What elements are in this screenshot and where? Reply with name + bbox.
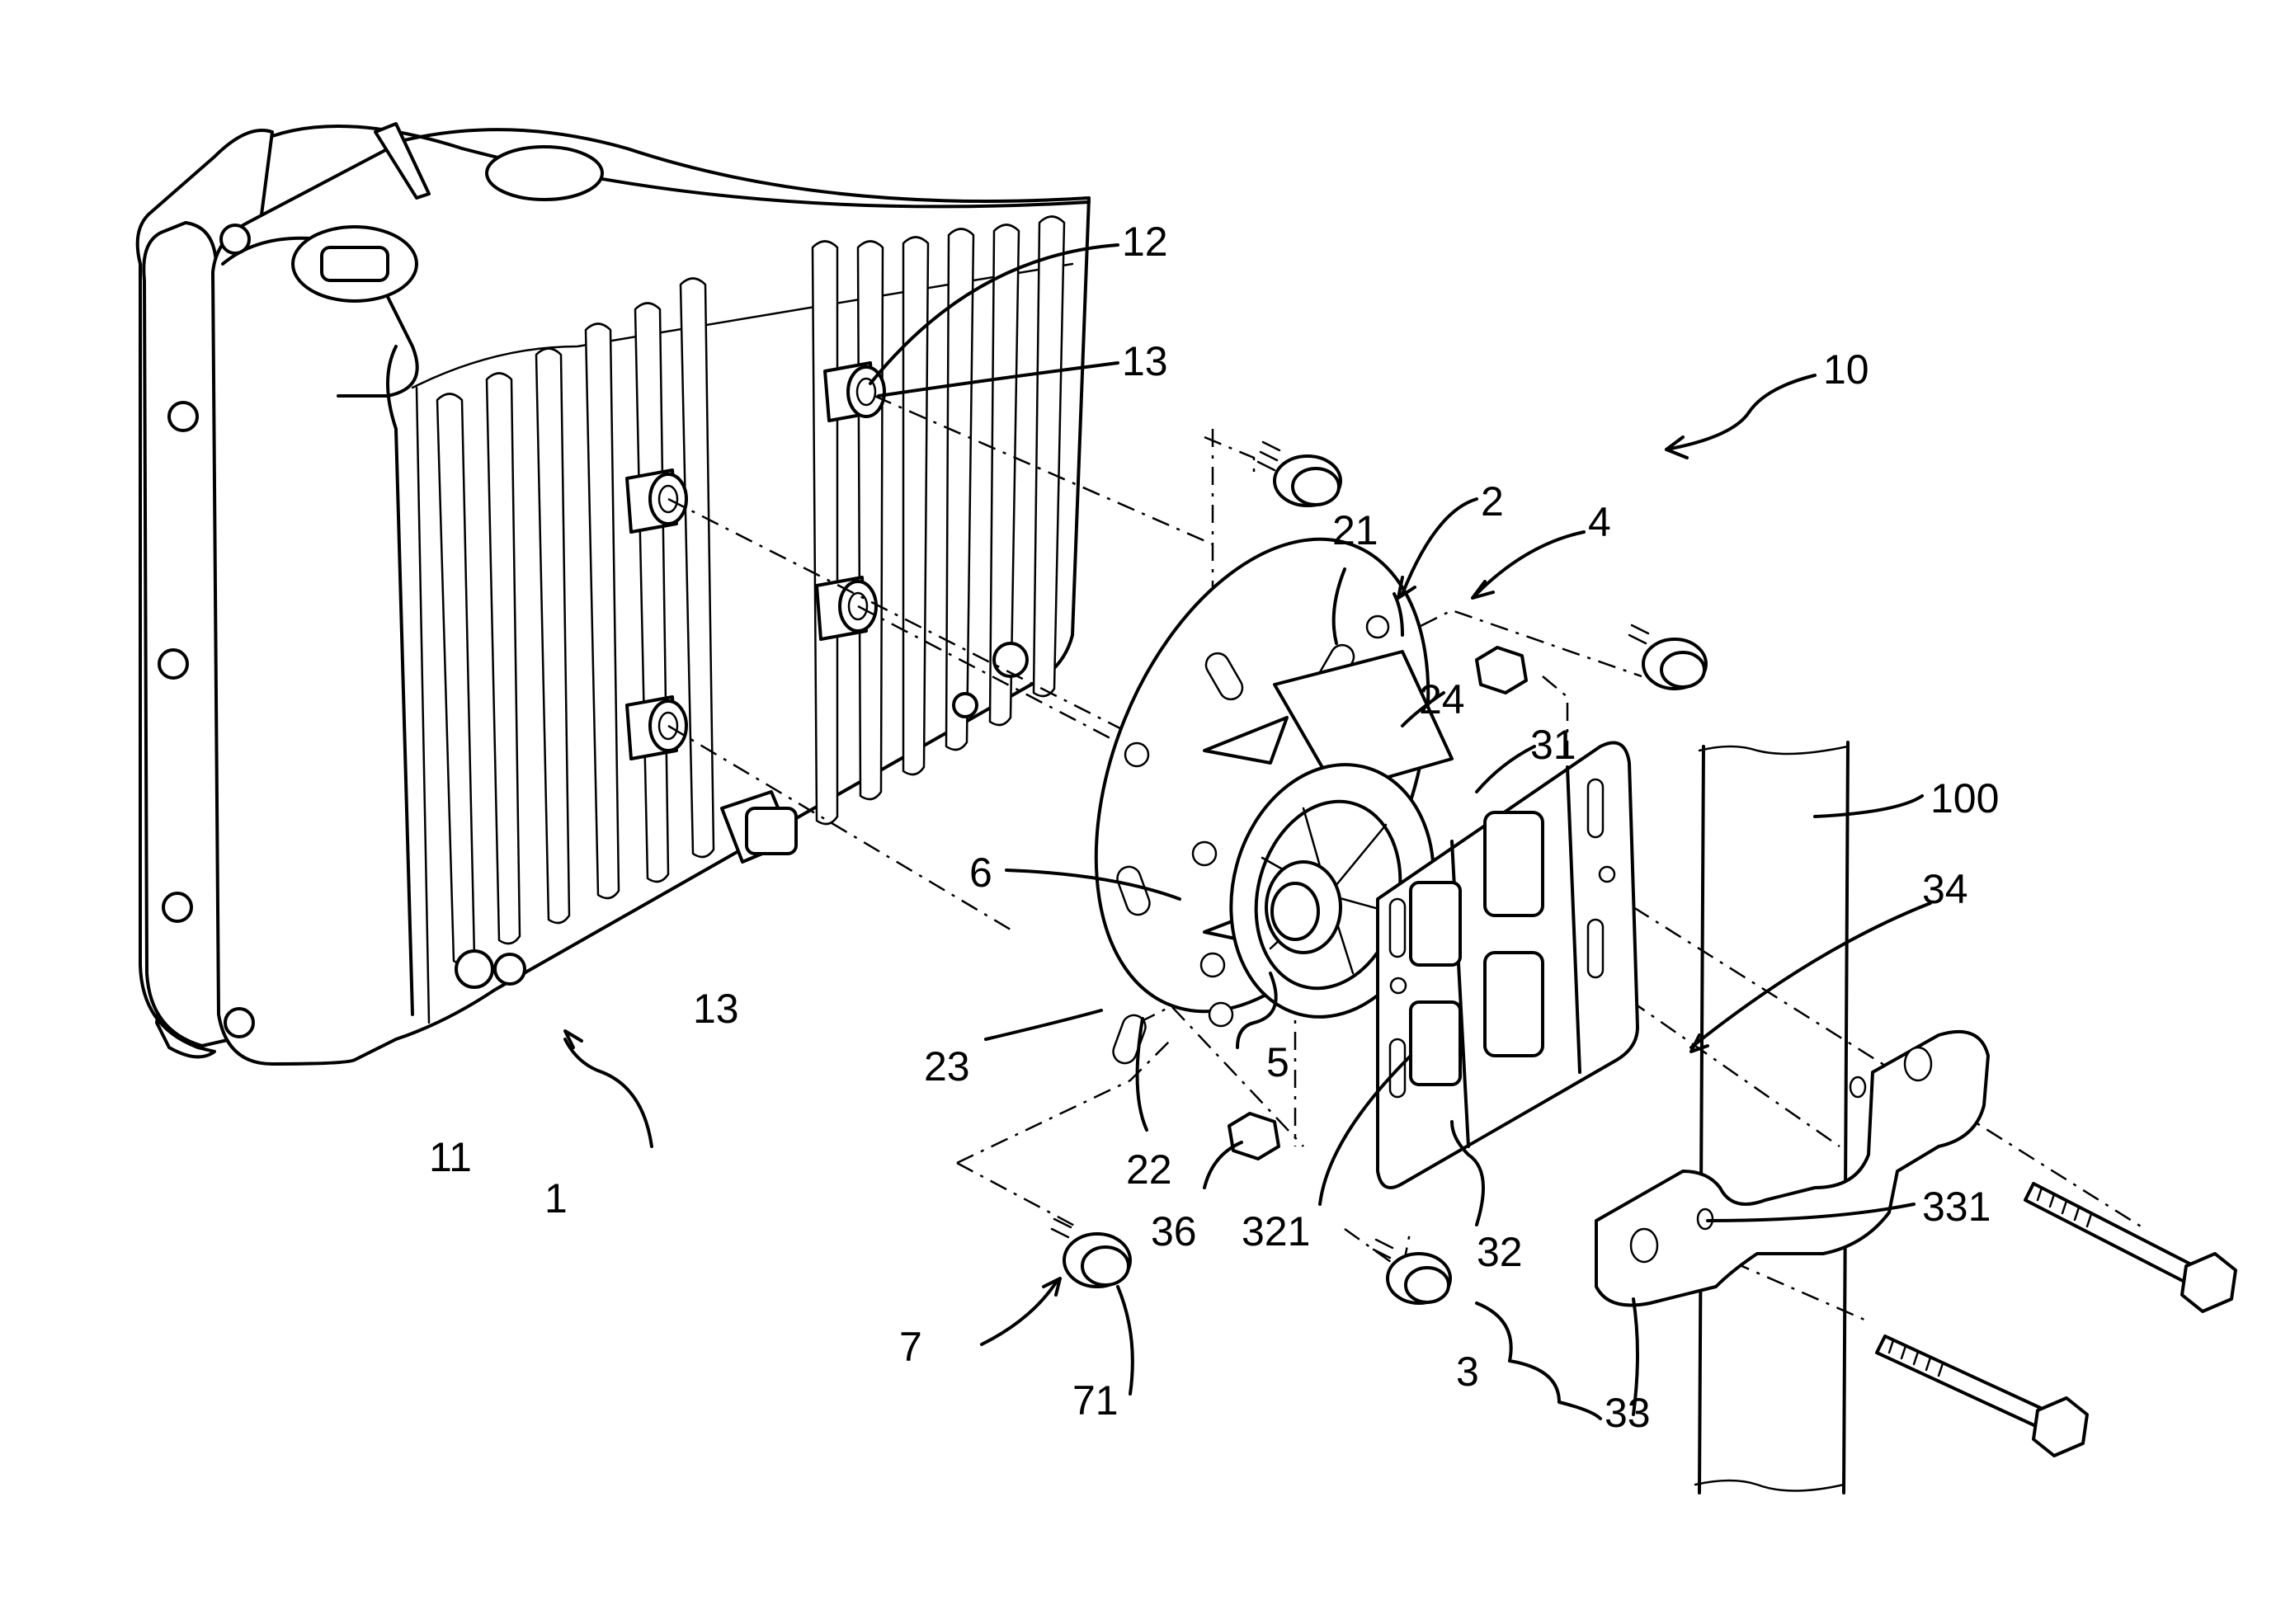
label-33: 33	[1605, 1390, 1651, 1436]
label-12: 12	[1122, 219, 1168, 265]
label-2: 2	[1481, 478, 1504, 525]
housing-top-cap	[487, 147, 602, 200]
label-100: 100	[1930, 775, 1999, 821]
bezel-screw-icon	[225, 1009, 253, 1037]
long-bolt-upper	[2025, 1184, 2236, 1311]
label-21: 21	[1332, 507, 1378, 553]
label-23: 23	[924, 1043, 970, 1090]
label-13-bottom: 13	[693, 986, 739, 1032]
housing-fitting	[495, 954, 525, 984]
label-32: 32	[1477, 1229, 1523, 1275]
bezel-screw-icon	[159, 650, 187, 678]
mounting-boss-lower-left	[627, 697, 686, 759]
mounting-boss-middle	[817, 577, 876, 639]
label-71: 71	[1072, 1377, 1119, 1424]
housing-top-port-inner	[322, 247, 388, 280]
housing-fitting	[994, 643, 1027, 676]
label-24: 24	[1419, 676, 1465, 723]
label-5: 5	[1266, 1039, 1289, 1085]
bolt-upper-right	[1629, 625, 1706, 689]
bezel-screw-icon	[221, 225, 249, 253]
label-1: 1	[544, 1175, 568, 1222]
housing	[138, 124, 1089, 1064]
mounting-boss-upper-left	[627, 470, 686, 532]
label-11: 11	[429, 1134, 472, 1180]
mounting-boss-top	[825, 363, 884, 421]
label-3: 3	[1456, 1349, 1479, 1395]
label-331: 331	[1922, 1184, 1991, 1230]
bezel-screw-icon	[163, 893, 191, 921]
label-22: 22	[1126, 1146, 1172, 1193]
label-36: 36	[1151, 1208, 1197, 1254]
label-321: 321	[1242, 1208, 1310, 1254]
bolt-top	[1258, 442, 1341, 506]
label-31: 31	[1530, 722, 1576, 768]
label-4: 4	[1588, 499, 1611, 545]
label-34: 34	[1922, 866, 1968, 912]
long-bolt-lower	[1877, 1336, 2087, 1456]
nut-36	[1229, 1113, 1279, 1159]
label-10: 10	[1823, 346, 1869, 393]
housing-fitting	[456, 951, 492, 987]
bolt-7	[1052, 1219, 1130, 1287]
label-13-top: 13	[1122, 338, 1168, 384]
bolt-lower-right	[1374, 1240, 1450, 1303]
housing-fitting	[954, 694, 977, 717]
nut-top	[1477, 647, 1526, 693]
pole-clamp	[1596, 1032, 1988, 1306]
bezel-screw-icon	[169, 402, 197, 431]
label-7: 7	[899, 1324, 922, 1370]
pole	[1695, 742, 1848, 1493]
label-6: 6	[969, 850, 992, 896]
